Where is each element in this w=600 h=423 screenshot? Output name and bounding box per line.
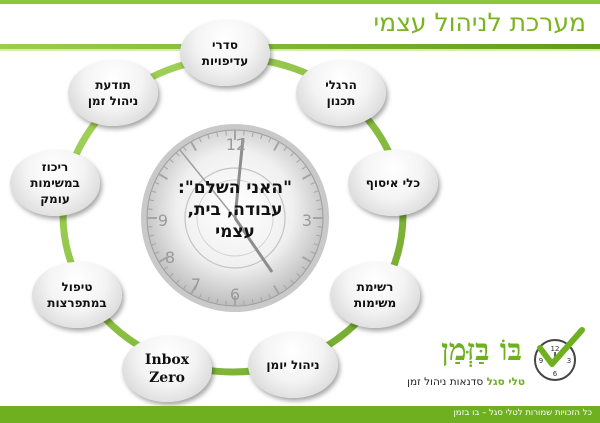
logo-subtitle: טלי סגל סדנאות ניהול זמן [380,376,525,388]
clock-tick [207,296,210,302]
clock-numeral-8: 8 [165,248,175,267]
clock-tick [296,273,301,278]
clock-inner-ring [184,167,286,269]
node-time-awareness: תודעת ניהול זמן [68,60,158,126]
clock-numeral-3: 3 [302,211,312,230]
logo-clock-numeral-9: 9 [539,357,543,365]
node-deep-work: ריכוז במשימות עומק [10,150,100,216]
clock: 12 3 6 9 8 7 [141,124,329,312]
clock-tick [260,296,263,302]
title-underline [0,44,600,49]
clock-tick [290,152,295,157]
logo-tagline: סדנאות ניהול זמן [407,376,484,388]
node-calendar-management: ניהול יומן [248,332,338,398]
center-label: "האני השלם": עבודה, בית, עצמי [178,178,292,242]
clock-ticks [147,130,323,306]
clock-tick [313,243,319,246]
clock-tick [148,234,154,237]
clock-tick [243,300,245,306]
node-planning-habits: הרגלי תכנון [296,60,386,126]
clock-tick [190,141,197,151]
clock-tick [175,152,180,157]
clock-tick [317,208,323,210]
clock-tick [310,181,316,185]
clock-tick [316,199,322,202]
node-collection-tools: כלי איסוף [348,150,438,216]
clock-tick [251,131,254,137]
clock-tick [190,285,197,295]
clock-tick [163,266,169,271]
clock-tick [290,279,295,284]
clock-tick [182,284,187,290]
clock-tick [158,173,168,180]
clock-tick [316,234,322,237]
clock-tick [302,256,312,263]
logo-clock-numeral-3: 3 [567,357,571,365]
page-title: מערכת לניהול עצמי [373,8,587,37]
logo-owner-name: טלי סגל [486,376,525,388]
clock-numeral-9: 9 [158,211,168,230]
clock-tick [268,293,272,299]
clock-tick [317,226,323,228]
check-mark-icon [537,327,585,367]
clock-tick [207,134,210,140]
logo-clock-numeral-6: 6 [553,370,558,378]
clock-tick [169,158,174,163]
footer-bar [0,406,600,423]
clock-tick [301,266,307,271]
clock-tick [283,146,288,152]
node-inbox-zero: Inbox Zero [122,336,212,402]
logo-wordmark: בּוֹ בַּזְּמַן [441,333,522,368]
clock-hand-second [179,149,236,219]
clock-tick [273,285,280,295]
top-accent-bar [0,0,600,4]
clock-tick [283,284,288,290]
clock-tick [251,299,254,305]
clock-tick [216,131,219,137]
node-interruptions: טיפול במתפרצות [32,262,122,328]
clock-tick [260,134,263,140]
clock-tick [310,251,316,255]
clock-inner-ring-2 [196,179,274,257]
clock-tick [225,130,227,136]
clock-tick [154,251,160,255]
clock-numeral-12: 12 [226,135,246,154]
clock-tick [154,181,160,185]
clock-tick [302,173,312,180]
footer-copyright: כל הזכויות שמורות לטלי סגל – בו בזמן [453,408,592,418]
logo-clock-icon: 12 3 6 9 [534,327,585,381]
clock-tick [151,190,157,193]
clock-tick [301,165,307,170]
node-task-list: רשימת משימות [330,262,420,328]
clock-tick [182,146,187,152]
clock-tick [147,208,153,210]
clock-tick [273,141,280,151]
title-underline-light [0,49,600,51]
clock-tick [313,190,319,193]
clock-numeral-6: 6 [230,285,240,304]
clock-tick [268,137,272,143]
clock-tick [147,226,153,228]
node-priorities: סדרי עדיפויות [180,20,270,86]
clock-tick [163,165,169,170]
clock-hand-hour [233,217,274,273]
clock-numeral-7: 7 [191,275,201,294]
clock-tick [158,256,168,263]
clock-hand-minute [233,137,245,219]
clock-tick [148,199,154,202]
clock-tick [169,273,174,278]
clock-tick [198,137,202,143]
clock-tick [198,293,202,299]
clock-tick [175,279,180,284]
clock-tick [225,300,227,306]
clock-tick [296,158,301,163]
clock-tick [243,130,245,136]
logo-clock-numeral-12: 12 [551,345,560,353]
clock-tick [216,299,219,305]
clock-tick [151,243,157,246]
